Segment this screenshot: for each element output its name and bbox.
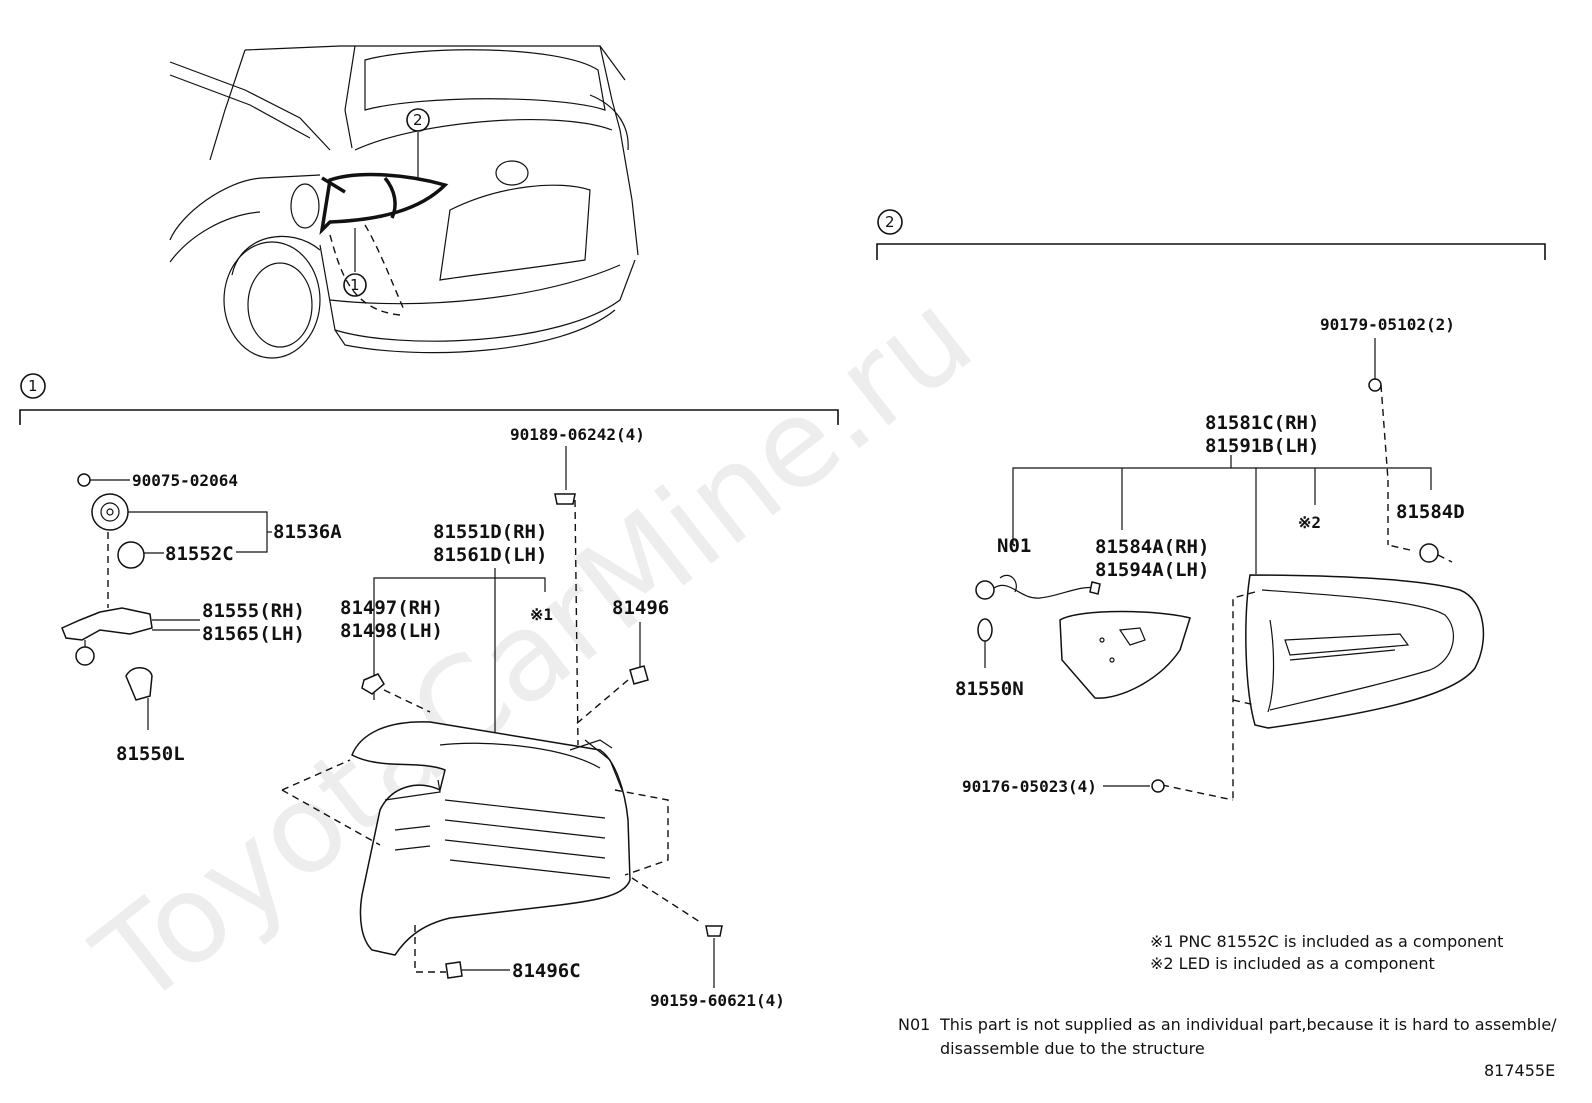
label-90159-60621: 90159-60621(4) [650, 991, 785, 1010]
label-n01: N01 [997, 535, 1031, 557]
svg-text:2: 2 [413, 111, 423, 129]
label-81498-lh: 81498(LH) [340, 620, 443, 642]
svg-text:1: 1 [28, 377, 38, 395]
callout-2: 2 [406, 108, 430, 132]
label-81497-rh: 81497(RH) [340, 597, 443, 619]
tail-lamp-81551d-icon [351, 721, 631, 956]
clip-81496-icon [629, 665, 649, 685]
section-1-header: 1 [19, 373, 839, 425]
screw-90075-icon [77, 473, 130, 487]
label-81496c: 81496C [512, 960, 581, 982]
label-90075-02064: 90075-02064 [132, 471, 238, 490]
clip-81496c-icon [445, 961, 463, 979]
harness-plate-81584a-icon [1059, 610, 1191, 699]
screw-90189-icon [554, 493, 576, 505]
label-81536a: 81536A [273, 521, 342, 543]
svg-text:2: 2 [885, 213, 895, 231]
label-81555-rh: 81555(RH) [202, 600, 305, 622]
screw-90179-icon [1368, 378, 1382, 392]
note-n01-line2: disassemble due to the structure [940, 1039, 1205, 1058]
label-90179-05102: 90179-05102(2) [1320, 315, 1455, 334]
label-81551d-rh: 81551D(RH) [433, 521, 547, 543]
label-81584a-rh: 81584A(RH) [1095, 536, 1209, 558]
socket-81536a-icon [91, 493, 129, 531]
screw-90159-icon [705, 925, 723, 937]
screw-90176-icon [1151, 779, 1165, 793]
inner-lamp-81581c-icon [1245, 574, 1485, 729]
section-2-header: 2 [876, 209, 1546, 260]
bulb-81550n-icon [977, 618, 993, 642]
clip-81497-icon [361, 673, 385, 695]
label-81594a-lh: 81594A(LH) [1095, 559, 1209, 581]
note-mark-1: ※1 PNC 81552C is included as a component [1150, 932, 1503, 951]
gasket-81552c-icon [117, 541, 145, 569]
vehicle-rear-illustration [169, 45, 639, 359]
note-n01-code: N01 [898, 1015, 930, 1034]
label-90189-06242: 90189-06242(4) [510, 425, 645, 444]
bulb-81550l-icon [125, 667, 153, 701]
watermark: ToyotaCarMine.ru [70, 265, 998, 1034]
clip-81584d-icon [1419, 543, 1439, 563]
label-81496: 81496 [612, 597, 669, 619]
label-81565-lh: 81565(LH) [202, 623, 305, 645]
label-81550l: 81550L [116, 743, 185, 765]
label-81561d-lh: 81561D(LH) [433, 544, 547, 566]
label-81591b-lh: 81591B(LH) [1205, 435, 1319, 457]
mark-2: ※2 [1298, 513, 1321, 532]
diagram-id: 817455E [1484, 1061, 1555, 1080]
callout-1: 1 [343, 273, 367, 297]
socket-wire-81555-icon [61, 607, 153, 666]
label-90176-05023: 90176-05023(4) [962, 777, 1097, 796]
mark-1: ※1 [530, 605, 553, 624]
note-mark-2: ※2 LED is included as a component [1150, 954, 1435, 973]
svg-text:1: 1 [350, 276, 360, 294]
label-81581c-rh: 81581C(RH) [1205, 412, 1319, 434]
label-81550n: 81550N [955, 678, 1024, 700]
label-81552c: 81552C [165, 543, 234, 565]
label-81584d: 81584D [1396, 501, 1465, 523]
harness-n01-icon [975, 574, 1101, 600]
note-n01-line1: This part is not supplied as an individu… [939, 1015, 1557, 1034]
